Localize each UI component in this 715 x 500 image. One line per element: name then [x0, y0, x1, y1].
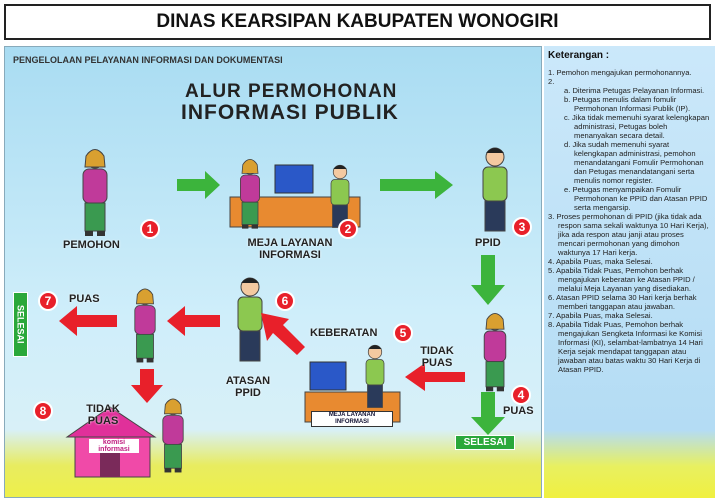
keterangan-item: 3. Proses permohonan di PPID (jika tidak… [548, 212, 709, 257]
label-line: ATASAN [225, 375, 271, 387]
label-pemohon: PEMOHON [63, 239, 120, 251]
arrow-1-2 [177, 171, 220, 199]
step-number-3: 3 [512, 217, 532, 237]
heading-line-2: INFORMASI PUBLIK [181, 101, 399, 124]
sub-item: a. Diterima Petugas Pelayanan Informasi. [564, 86, 705, 95]
arrow-4-selesai [471, 392, 505, 435]
step-number-8: 8 [33, 401, 53, 421]
meja-layanan-scene [229, 158, 361, 230]
label-line: INFORMASI [259, 249, 321, 261]
pemohon-figure-8 [162, 398, 184, 473]
label-ppid: PPID [475, 237, 501, 249]
sub-item: c. Jika tidak memenuhi syarat kelengkapa… [564, 113, 710, 140]
label-line: PUAS [421, 357, 453, 369]
label-puas-7: PUAS [69, 293, 100, 305]
sub-list: a. Diterima Petugas Pelayanan Informasi.… [558, 86, 712, 212]
sign-line: MEJA LAYANAN [328, 412, 376, 418]
arrow-3-4 [471, 255, 505, 305]
pemohon-figure [82, 149, 108, 237]
sign-line: informasi [98, 446, 130, 453]
ppid-figure [482, 147, 508, 232]
diagram-subtitle: PENGELOLAAN PELAYANAN INFORMASI DAN DOKU… [13, 55, 283, 65]
step-number-7: 7 [38, 291, 58, 311]
arrow-tidak-puas-komisi [131, 369, 163, 403]
label-keberatan: KEBERATAN [310, 327, 378, 339]
selesai-vertical-box: SELESAI [13, 292, 28, 357]
komisi-informasi-house [65, 406, 157, 478]
flow-diagram: PENGELOLAAN PELAYANAN INFORMASI DAN DOKU… [4, 46, 542, 498]
heading-line-1: ALUR PERMOHONAN [185, 81, 398, 102]
sub-item: e. Petugas menyampaikan Fomulir Permohon… [564, 185, 708, 212]
keterangan-item: 7. Apabila Puas, maka Selesai. [548, 311, 653, 320]
keterangan-list: 1. Pemohon mengajukan permohonannya. 2. … [548, 68, 712, 374]
step-number-1: 1 [140, 219, 160, 239]
step-number-5: 5 [393, 323, 413, 343]
atasan-ppid-figure [237, 277, 263, 362]
pemohon-figure-4 [483, 313, 507, 392]
keterangan-item: 6. Atasan PPID selama 30 Hari kerja berh… [548, 293, 697, 311]
arrow-6-7 [167, 306, 220, 336]
arrow-2-3 [380, 171, 453, 199]
arrow-keberatan [261, 313, 305, 355]
keterangan-panel: Keterangan : 1. Pemohon mengajukan permo… [544, 46, 715, 498]
label-line: PUAS [87, 415, 119, 427]
label-line: TIDAK [86, 403, 120, 415]
keterangan-item-2: 2. a. Diterima Petugas Pelayanan Informa… [548, 77, 712, 212]
label-puas: PUAS [503, 405, 534, 417]
keterangan-item: 8. Apabila Tidak Puas, Pemohon berhak me… [548, 320, 703, 374]
selesai-box: SELESAI [455, 435, 515, 450]
keterangan-item: 1. Pemohon mengajukan permohonannya. [548, 68, 692, 77]
step-number-2: 2 [338, 219, 358, 239]
label-line: PPID [235, 387, 261, 399]
sign-line: INFORMASI [335, 419, 369, 425]
item-number: 2. [548, 77, 555, 86]
sign-line: komisi [102, 439, 126, 446]
diagram-graphics [59, 147, 508, 478]
sub-item: d. Jika sudah memenuhi syarat kelengkapa… [564, 140, 704, 185]
arrow-tidak-puas [405, 363, 465, 391]
sub-item: b. Petugas menulis dalam fomulir Permoho… [564, 95, 691, 113]
pemohon-figure-7 [134, 288, 156, 363]
keterangan-item: 4. Apabila Puas, maka Selesai. [548, 257, 653, 266]
step-number-4: 4 [511, 385, 531, 405]
label-line: MEJA LAYANAN [247, 237, 333, 249]
keterangan-title: Keterangan : [548, 50, 610, 61]
step-number-6: 6 [275, 291, 295, 311]
page-title: DINAS KEARSIPAN KABUPATEN WONOGIRI [4, 4, 711, 40]
keterangan-item: 5. Apabila Tidak Puas, Pemohon berhak me… [548, 266, 695, 293]
arrow-puas-selesai [59, 306, 117, 336]
label-line: TIDAK [420, 345, 454, 357]
